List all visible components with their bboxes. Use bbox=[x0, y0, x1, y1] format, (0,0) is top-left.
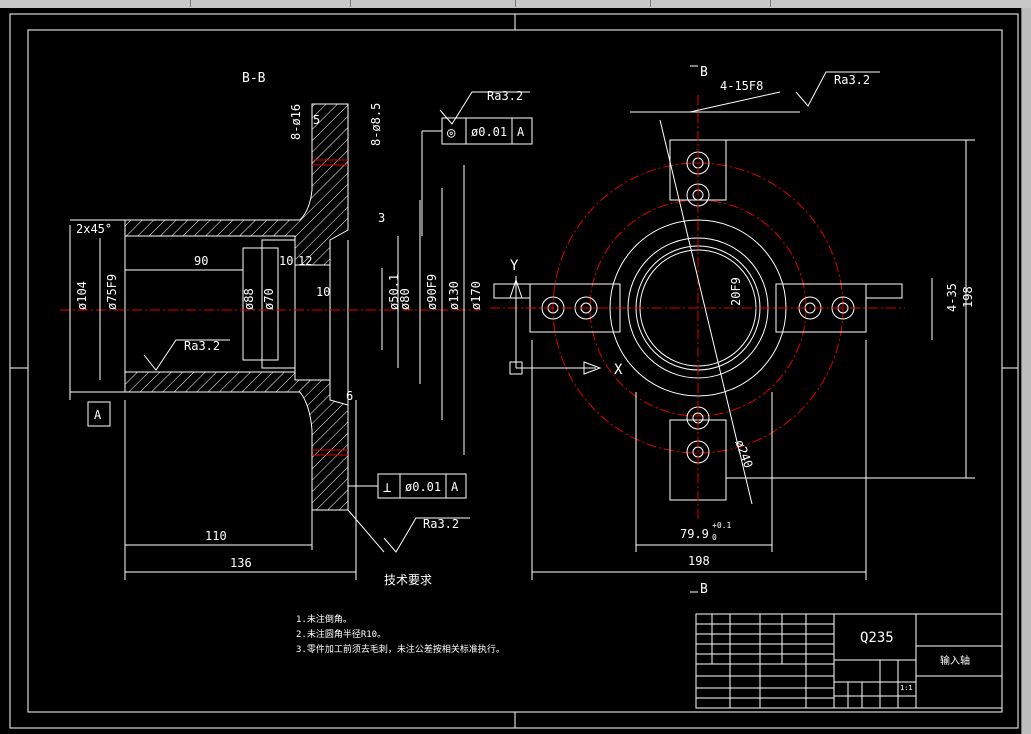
note-1: 1.未注倒角。 bbox=[296, 613, 352, 625]
cad-drawing-canvas[interactable]: B-B 8-ø16 8-ø8.5 5 bbox=[0, 8, 1031, 734]
roughness-top: Ra3.2 bbox=[487, 89, 523, 103]
tech-req-title: 技术要求 bbox=[384, 573, 432, 587]
leader bbox=[347, 509, 385, 553]
hatch-region-bottom bbox=[124, 371, 349, 511]
dim-ten-a: 10 bbox=[279, 254, 293, 268]
dim-holes-top: 4-15F8 bbox=[720, 79, 763, 93]
dim-d75: ø75F9 bbox=[105, 274, 119, 310]
roughness-symbol-bottom bbox=[383, 517, 470, 553]
front-view: B B bbox=[490, 65, 975, 597]
concentric-datum: A bbox=[517, 125, 525, 139]
leader bbox=[689, 91, 781, 113]
dim-d70: ø70 bbox=[262, 288, 276, 310]
dim-d104: ø104 bbox=[75, 281, 89, 310]
roughness-right: Ra3.2 bbox=[834, 73, 870, 87]
dim-d240: ø240 bbox=[732, 438, 755, 470]
dim-three: 3 bbox=[378, 211, 385, 225]
material-label: Q235 bbox=[860, 630, 894, 646]
concentric-symbol: ◎ bbox=[447, 125, 456, 141]
key-right bbox=[865, 283, 903, 299]
roughness-symbol-top bbox=[439, 91, 530, 125]
dim-ten-b: 10 bbox=[316, 285, 330, 299]
dim-h198: 198 bbox=[961, 286, 975, 308]
dim-tol-zero: 0 bbox=[712, 533, 717, 542]
datum-box bbox=[87, 401, 111, 427]
datum-label: A bbox=[94, 408, 102, 422]
perpendicular-datum: A bbox=[451, 480, 459, 494]
dim-chamfer: 2x45° bbox=[76, 222, 112, 236]
note-3: 3.零件加工前须去毛刺，未注公差按相关标准执行。 bbox=[296, 643, 505, 655]
title-block: Q235 输入轴 1:1 bbox=[695, 613, 1003, 709]
note-2: 2.未注圆角半径R10。 bbox=[296, 628, 386, 640]
ucs-origin-icon bbox=[509, 361, 523, 375]
roughness-mid: Ra3.2 bbox=[184, 339, 220, 353]
hatch-region-top bbox=[124, 103, 349, 266]
dim-w198: 198 bbox=[688, 554, 710, 568]
dim-d50: ø50.1 bbox=[387, 274, 401, 310]
toolbar-segment[interactable] bbox=[190, 0, 351, 7]
toolbar-segment[interactable] bbox=[650, 0, 771, 7]
toolbar-segment[interactable] bbox=[0, 0, 191, 7]
dim-d90: ø90F9 bbox=[425, 274, 439, 310]
drawing-svg: B-B 8-ø16 8-ø8.5 5 bbox=[9, 13, 1019, 729]
dim-twelve: 12 bbox=[298, 254, 312, 268]
dim-d170: ø170 bbox=[469, 281, 483, 310]
toolbar-segment[interactable] bbox=[515, 0, 651, 7]
toolbar-segment[interactable] bbox=[350, 0, 516, 7]
perpendicular-value: ø0.01 bbox=[405, 480, 441, 494]
roughness-bottom: Ra3.2 bbox=[423, 517, 459, 531]
outer-frame bbox=[9, 13, 1019, 729]
dim-holes-a: 8-ø16 bbox=[289, 104, 303, 140]
ucs-x-arrow bbox=[583, 361, 602, 375]
dim-six: 6 bbox=[346, 389, 353, 403]
section-marker-top: B bbox=[700, 65, 708, 80]
perpendicular-symbol: ⊥ bbox=[383, 480, 391, 496]
ucs-y-arrow bbox=[509, 278, 523, 299]
part-name: 输入轴 bbox=[940, 654, 970, 667]
dim-tol-plus: +0.1 bbox=[712, 521, 731, 530]
axis-y-label: Y bbox=[510, 258, 519, 274]
section-label: B-B bbox=[242, 71, 266, 86]
inner-step-2 bbox=[261, 239, 296, 369]
dim-d80: ø80 bbox=[398, 288, 412, 310]
dim-d88: ø88 bbox=[242, 288, 256, 310]
dim-w79: 79.9 bbox=[680, 527, 709, 541]
dim-five-top: 5 bbox=[313, 113, 320, 127]
dim-l136: 136 bbox=[230, 556, 252, 570]
axis-x-label: X bbox=[614, 362, 623, 378]
dim-l110: 110 bbox=[205, 529, 227, 543]
title-block-frame bbox=[695, 613, 1003, 709]
roughness-symbol-mid bbox=[143, 339, 230, 371]
section-marker-bottom: B bbox=[700, 582, 708, 597]
vertical-scrollbar[interactable] bbox=[1021, 8, 1031, 734]
section-view-b-b: B-B 8-ø16 8-ø8.5 5 bbox=[60, 71, 533, 580]
diameter-leader bbox=[659, 119, 753, 505]
dim-holes-right: 4-35 bbox=[945, 283, 959, 312]
roughness-symbol-right bbox=[795, 71, 880, 107]
dim-d20: 20F9 bbox=[729, 277, 743, 306]
inner-frame bbox=[27, 29, 1003, 713]
concentric-value: ø0.01 bbox=[471, 125, 507, 139]
dim-holes-b: 8-ø8.5 bbox=[369, 103, 383, 146]
scale-label: 1:1 bbox=[900, 684, 913, 692]
dim-ninety: 90 bbox=[194, 254, 208, 268]
dim-d130: ø130 bbox=[447, 281, 461, 310]
inner-step bbox=[242, 247, 279, 361]
arm-right bbox=[775, 283, 867, 333]
